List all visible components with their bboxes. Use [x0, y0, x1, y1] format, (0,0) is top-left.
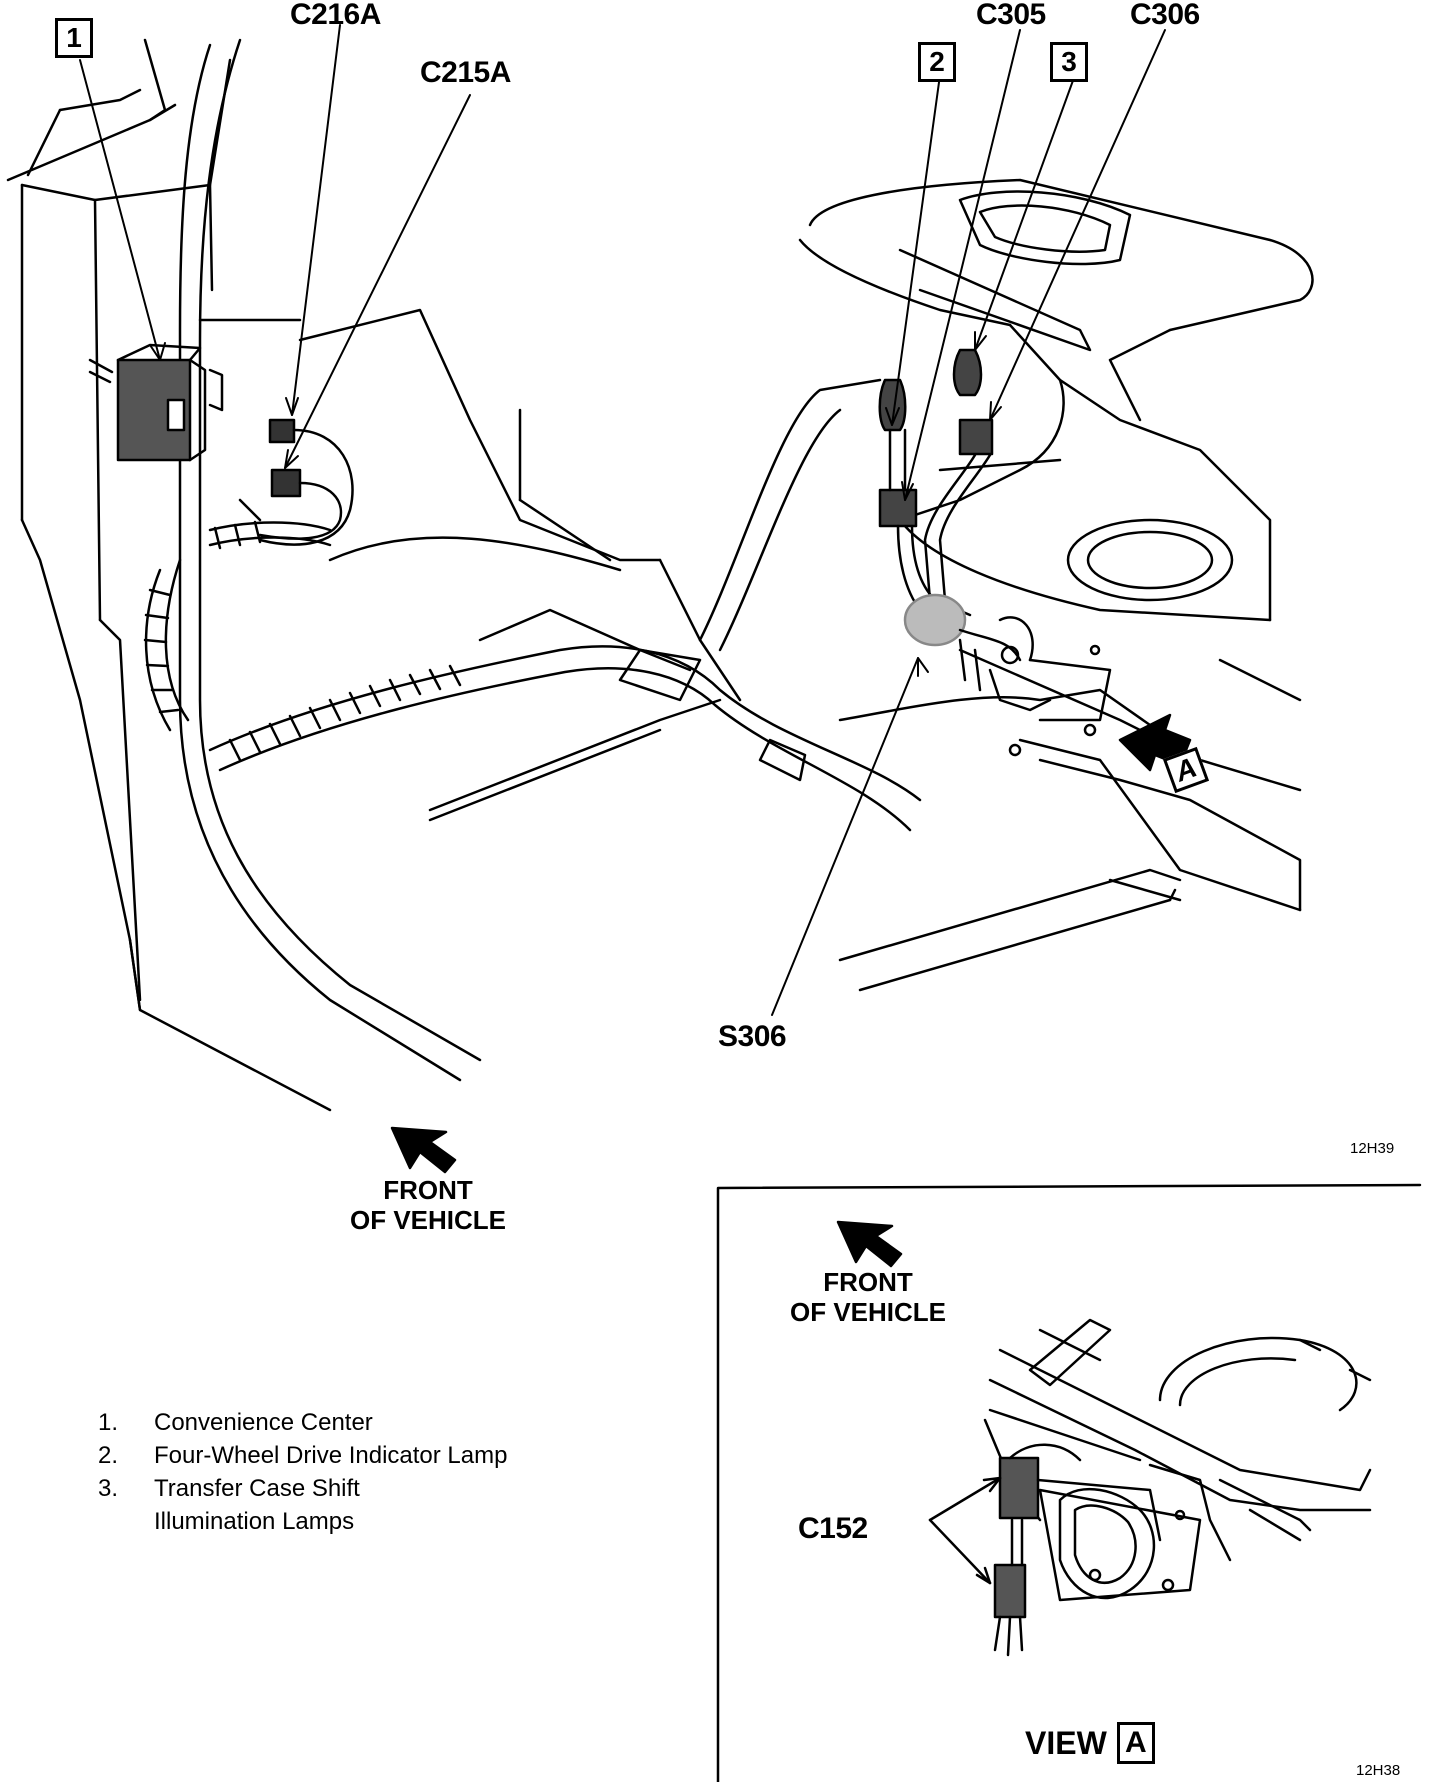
legend-item: 2. Four-Wheel Drive Indicator Lamp [98, 1439, 507, 1472]
legend-num [98, 1505, 154, 1538]
connector-label-c306: C306 [1130, 0, 1200, 31]
legend-num: 3. [98, 1475, 119, 1502]
legend-num: 1. [98, 1409, 119, 1436]
inset-frame [716, 1183, 1422, 1782]
connector-label-c152: C152 [798, 1512, 868, 1545]
legend-num: 2. [98, 1442, 119, 1469]
connector-label-c215a: C215A [420, 56, 511, 89]
of-vehicle-text: OF VEHICLE [350, 1205, 507, 1235]
inset-drawing [928, 1318, 1372, 1657]
front-text: FRONT [383, 1175, 473, 1205]
of-vehicle-text: OF VEHICLE [790, 1297, 947, 1327]
splice-label-s306: S306 [718, 1020, 787, 1053]
callout-box-3: 3 [1050, 42, 1088, 82]
door-pillar [6, 38, 482, 1112]
legend-text: Four-Wheel Drive Indicator Lamp [154, 1442, 508, 1469]
legend-text: Illumination Lamps [154, 1508, 355, 1535]
leader-lines [79, 24, 1166, 1016]
main-harness [143, 520, 922, 832]
lamp-connectors [878, 348, 1112, 757]
legend-item: 1. Convenience Center [98, 1406, 507, 1439]
front-arrow-main [390, 1126, 457, 1174]
connector-label-c216a: C216A [290, 0, 381, 31]
view-letter-box: A [1116, 1722, 1155, 1764]
legend-text: Convenience Center [154, 1409, 373, 1436]
legend-text: Transfer Case Shift [154, 1475, 360, 1502]
legend-item: 3. Transfer Case Shift [98, 1472, 507, 1505]
footwell [298, 308, 882, 822]
console [798, 178, 1314, 992]
view-a-caption: VIEW A [1025, 1722, 1155, 1764]
convenience-center [88, 343, 354, 546]
reference-code-inset: 12H38 [1356, 1762, 1401, 1779]
front-of-vehicle-inset: FRONT OF VEHICLE [790, 1267, 946, 1327]
callout-box-2: 2 [918, 42, 956, 82]
legend-item: Illumination Lamps [98, 1505, 507, 1538]
connector-label-c305: C305 [976, 0, 1046, 31]
callout-box-1: 1 [55, 18, 93, 58]
front-text: FRONT [823, 1267, 913, 1297]
reference-code-main: 12H39 [1350, 1140, 1395, 1157]
legend: 1. Convenience Center 2. Four-Wheel Drive … [98, 1406, 507, 1538]
front-of-vehicle-main: FRONT OF VEHICLE [350, 1175, 506, 1235]
view-label: VIEW [1025, 1724, 1107, 1761]
front-arrow-inset [836, 1220, 903, 1268]
